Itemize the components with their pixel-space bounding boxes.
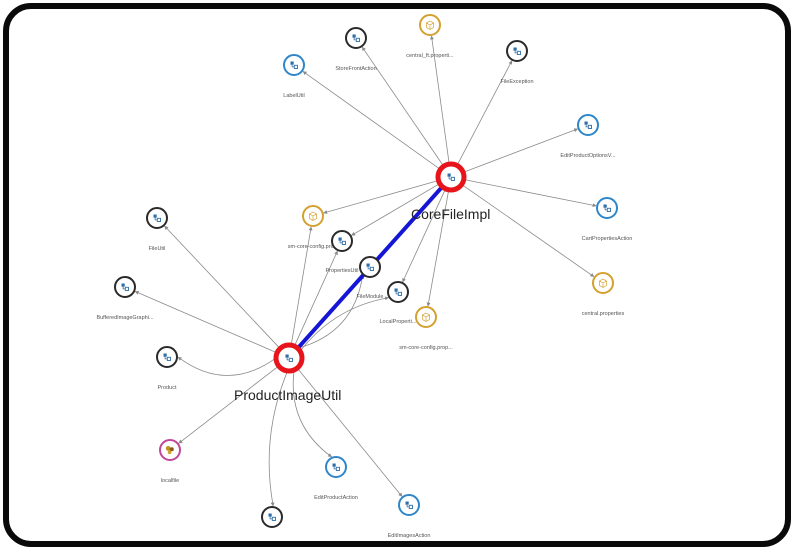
- edge-piu-fileutil[interactable]: [164, 225, 281, 349]
- class-icon: [153, 214, 161, 222]
- node-label: EditProductOptionsV...: [560, 153, 616, 159]
- node-label: sm-core-config.prop...: [399, 345, 453, 351]
- node-label: StoreFrontAction: [335, 66, 376, 72]
- class-icon: [121, 283, 129, 291]
- node-label: BufferedImageGraphi...: [96, 315, 154, 321]
- node-editproduct[interactable]: EditProductAction: [314, 456, 358, 501]
- node-centralprop[interactable]: central.properties: [582, 272, 625, 317]
- class-icon: [366, 263, 374, 271]
- package-icon: [165, 446, 174, 455]
- edges-layer: [134, 35, 597, 507]
- node-label: central_ft.properti...: [406, 53, 454, 59]
- file-icon: [422, 312, 430, 322]
- node-label: localfile: [161, 478, 179, 484]
- hub-node-label: ProductImageUtil: [234, 387, 341, 403]
- node-localprops[interactable]: LocalProperti...: [380, 281, 417, 325]
- edge-core-smcore2[interactable]: [426, 189, 450, 307]
- node-core[interactable]: CoreFileImpl: [411, 161, 490, 222]
- edge-core-storefront[interactable]: [361, 46, 444, 167]
- class-icon: [290, 61, 298, 69]
- node-editimages[interactable]: EditImagesAction: [388, 494, 431, 539]
- node-filemodule[interactable]: FileModule: [357, 256, 384, 300]
- node-label: EditImagesAction: [388, 533, 431, 539]
- node-propsutil[interactable]: PropertiesUtil: [325, 230, 359, 274]
- file-icon: [599, 278, 607, 288]
- node-smcore2[interactable]: sm-core-config.prop...: [399, 306, 453, 351]
- node-fileexc[interactable]: FileException: [500, 40, 534, 85]
- edge-piu-localfile[interactable]: [178, 365, 279, 444]
- node-buffimg[interactable]: BufferedImageGraphi...: [96, 276, 154, 321]
- node-label: CartPropertiesAction: [582, 236, 633, 242]
- edge-core-localprops[interactable]: [402, 188, 446, 283]
- edge-piu-product[interactable]: [177, 356, 277, 376]
- node-bottom[interactable]: ProductUtil: [259, 506, 286, 541]
- node-editprodopt[interactable]: EditProductOptionsV...: [560, 114, 616, 159]
- hub-node-label: CoreFileImpl: [411, 206, 490, 222]
- node-smcore1[interactable]: sm-core-config.pro...: [288, 205, 339, 250]
- node-localfile[interactable]: localfile: [159, 439, 181, 484]
- node-label: LocalProperti...: [380, 319, 417, 325]
- class-icon: [394, 288, 402, 296]
- edge-core-labelutil[interactable]: [302, 71, 441, 170]
- edge-core-propsutil[interactable]: [351, 183, 440, 236]
- edge-piu-smcore1[interactable]: [290, 226, 313, 346]
- class-icon: [338, 237, 346, 245]
- node-cartprop[interactable]: CartPropertiesAction: [582, 197, 633, 242]
- edge-core-cartprop[interactable]: [463, 179, 597, 208]
- node-label: Product: [158, 385, 177, 391]
- edge-piu-buffimg[interactable]: [134, 290, 278, 354]
- class-icon: [332, 463, 340, 471]
- class-icon: [285, 354, 293, 362]
- edge-piu-bottom[interactable]: [268, 370, 288, 507]
- class-icon: [603, 204, 611, 212]
- node-label: sm-core-config.pro...: [288, 244, 339, 250]
- class-icon: [163, 353, 171, 361]
- edge-piu-propsutil[interactable]: [293, 250, 338, 347]
- edge-piu-editproduct[interactable]: [292, 369, 332, 458]
- class-icon: [268, 513, 276, 521]
- node-label: central.properties: [582, 311, 625, 317]
- edge-core-fileexc[interactable]: [456, 60, 513, 166]
- node-product[interactable]: Product: [156, 346, 178, 391]
- edge-core-centralprop[interactable]: [461, 184, 595, 278]
- node-label: PropertiesUtil: [325, 268, 358, 274]
- class-icon: [447, 173, 455, 181]
- edge-piu-filemodule[interactable]: [297, 274, 365, 349]
- node-central_ft[interactable]: central_ft.properti...: [406, 14, 454, 59]
- edge-core-central_ft[interactable]: [430, 35, 450, 165]
- file-icon: [309, 211, 317, 221]
- class-icon: [584, 121, 592, 129]
- node-label: FileException: [500, 79, 533, 85]
- edge-core-editprodopt[interactable]: [463, 128, 579, 173]
- edge-piu-editimages[interactable]: [296, 367, 403, 497]
- node-label: FileUtil: [149, 246, 166, 252]
- class-icon: [352, 34, 360, 42]
- node-label: FileModule: [357, 294, 384, 300]
- node-labelutil[interactable]: LabelUtil: [283, 54, 305, 99]
- file-icon: [426, 20, 434, 30]
- node-piu[interactable]: ProductImageUtil: [234, 342, 341, 403]
- node-fileutil[interactable]: FileUtil: [146, 207, 168, 252]
- node-storefront[interactable]: StoreFrontAction: [335, 27, 377, 72]
- node-label: LabelUtil: [283, 93, 304, 99]
- class-icon: [405, 501, 413, 509]
- node-label: EditProductAction: [314, 495, 358, 501]
- class-icon: [513, 47, 521, 55]
- edge-piu-localprops[interactable]: [299, 296, 389, 352]
- edge-core-smcore1[interactable]: [323, 180, 439, 214]
